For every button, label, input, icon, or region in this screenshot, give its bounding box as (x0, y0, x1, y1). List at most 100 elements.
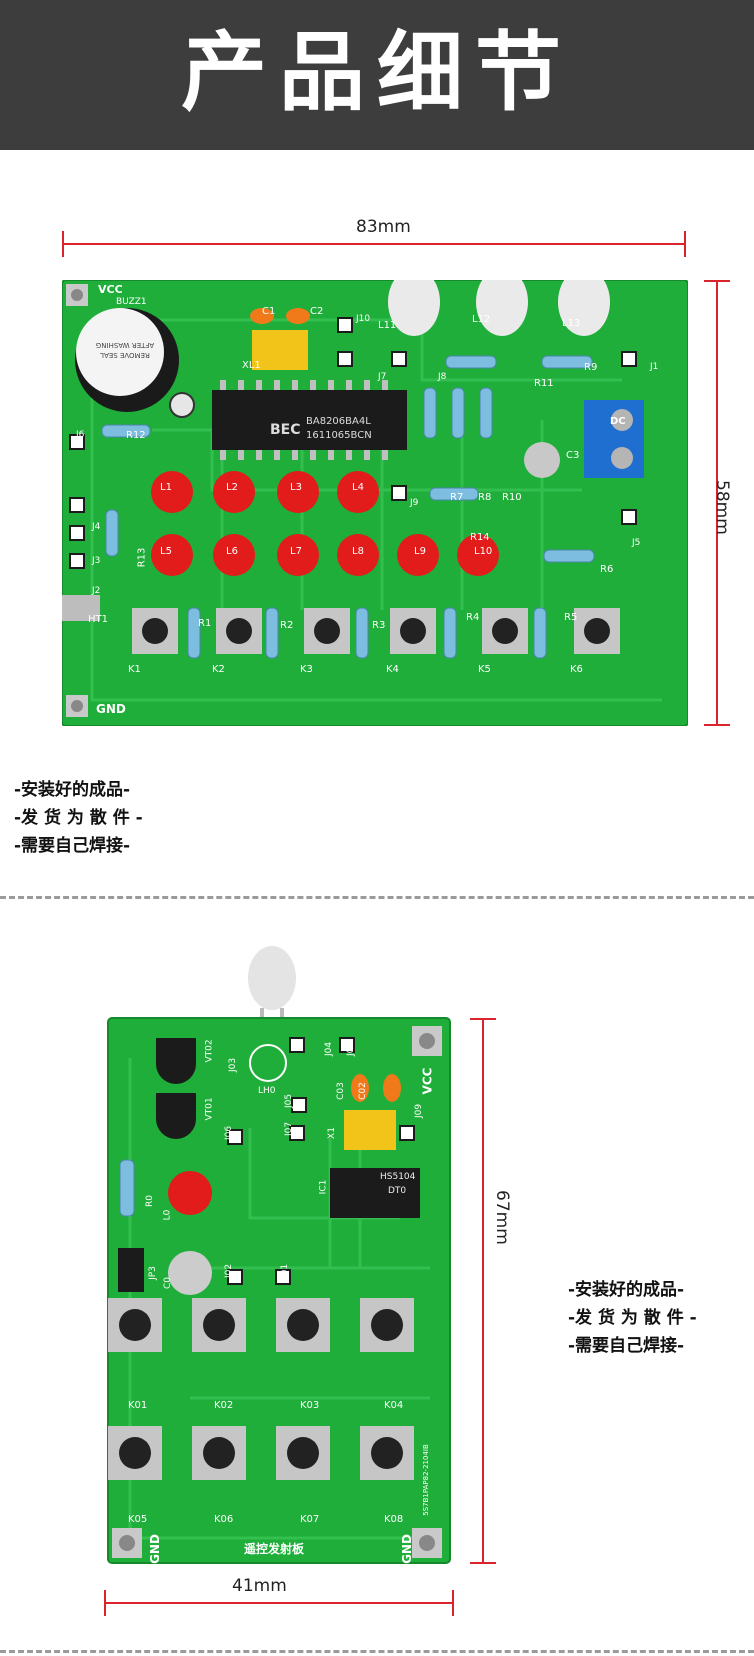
board1-led-label-10: L10 (474, 546, 493, 557)
board1-key-label-2: K2 (212, 664, 225, 675)
board2-part-c0: C0 (163, 1276, 174, 1290)
board2-key-label-k01: K01 (128, 1400, 148, 1411)
board1-jumper-label-j2: J2 (92, 586, 101, 596)
board1-resistor-label-r9: R9 (584, 362, 598, 373)
board1-led-label-9: L9 (414, 546, 426, 557)
board1-note-line-2: -发 货 为 散 件 - (14, 808, 143, 828)
board2-key-label-k04: K04 (384, 1400, 404, 1411)
board2-part-x1: X1 (326, 1127, 337, 1139)
board2-part-j01: J01 (280, 1263, 291, 1279)
board1-led-label-8: L8 (352, 546, 364, 557)
board1-white-led-label-11: L11 (378, 320, 397, 331)
board2-part-lh0: LH0 (258, 1086, 276, 1096)
board1-gnd-label: GND (96, 702, 126, 716)
board2-part-j02: J02 (224, 1263, 235, 1279)
board2-key-label-k03: K03 (300, 1400, 320, 1411)
board1-height-tick-bottom (704, 724, 730, 726)
board2-note-line-1: -安装好的成品- (568, 1280, 685, 1300)
board1-led-label-4: L4 (352, 482, 364, 493)
header-banner: 产品细节 (0, 0, 754, 150)
board1-ic-brand: BEC (270, 422, 301, 438)
board1-width-label: 83mm (356, 217, 411, 237)
board2-part-j03: J03 (228, 1057, 239, 1073)
board1-cap2-label: C2 (310, 306, 324, 317)
board1-jumper-label-j6: J6 (76, 430, 85, 440)
board2-gnd-right-label: GND (399, 1534, 414, 1564)
board1-crystal-label: XL1 (242, 360, 261, 371)
board1-resistor-label-r5: R5 (564, 612, 578, 623)
board1-white-led-label-12: L12 (472, 314, 491, 325)
board2-key-label-k08: K08 (384, 1514, 404, 1525)
board1-key-label-1: K1 (128, 664, 141, 675)
board1-width-tick-left (62, 231, 64, 257)
board1-jumper-label-j1: J1 (650, 362, 659, 372)
board2-width-line (104, 1602, 454, 1604)
board1-resistor-label-r12: R12 (126, 430, 146, 441)
board2-width-tick-left (104, 1590, 106, 1616)
board2-part-j04: J04 (324, 1041, 335, 1057)
board2-key-label-k05: K05 (128, 1514, 148, 1525)
board1-led-label-7: L7 (290, 546, 302, 557)
board1-note-line-1: -安装好的成品- (14, 780, 131, 800)
board2-pcb (107, 946, 451, 1564)
board1-mount-holes (66, 284, 88, 717)
board2-part-j06: J06 (224, 1125, 235, 1141)
board2-height-line (482, 1018, 484, 1564)
board1-resistor-label-r7: R7 (450, 492, 464, 503)
board2-ic-label: HS5104 (380, 1172, 416, 1182)
board1-width-tick-right (684, 231, 686, 257)
bottom-divider (0, 1650, 754, 1653)
board1-led-label-2: L2 (226, 482, 238, 493)
board1-jumper-label-j3: J3 (92, 556, 101, 566)
board1-led-label-3: L3 (290, 482, 302, 493)
board2-note-line-3: -需要自己焊接- (568, 1336, 685, 1356)
board2-part-ic1: IC1 (318, 1179, 329, 1195)
board1-led-label-6: L6 (226, 546, 238, 557)
board1-led-label-1: L1 (160, 482, 172, 493)
board1-key-label-5: K5 (478, 664, 491, 675)
board1-resistor-label-r3: R3 (372, 620, 386, 631)
board1-pcb (62, 280, 688, 726)
board1-vcc-label: VCC (98, 283, 123, 296)
board2-part-vt02: VT02 (204, 1039, 215, 1063)
board1-jumper-label-j4: J4 (92, 522, 101, 532)
board2-part-c02: C02 (357, 1082, 368, 1100)
board2-part-l0: L0 (162, 1209, 173, 1221)
board2-part-jp3: JP3 (147, 1266, 158, 1280)
board1-resistor-label-r14: R14 (470, 532, 490, 543)
board2-height-tick-bottom (470, 1562, 496, 1564)
board2-key-label-k02: K02 (214, 1400, 234, 1411)
board2-height-label: 67mm (492, 1190, 512, 1245)
board2-vcc-label: VCC (420, 1067, 435, 1095)
board1-resistor-label-r10: R10 (502, 492, 522, 503)
board1-jumper-label-j8: J8 (438, 372, 447, 382)
board1-height-label: 58mm (712, 480, 732, 535)
board2-height-tick-top (470, 1018, 496, 1020)
board1-width-line (62, 243, 686, 245)
board1-height-tick-top (704, 280, 730, 282)
board2-note-line-2: -发 货 为 散 件 - (568, 1308, 697, 1328)
board2-width-label: 41mm (232, 1576, 287, 1596)
board2-part-j07: J07 (284, 1121, 295, 1137)
board2-width-tick-right (452, 1590, 454, 1616)
board2-part-j05: J05 (284, 1093, 295, 1109)
board1-jumper-label-j7: J7 (378, 372, 387, 382)
board2-part-c03: C03 (335, 1082, 346, 1100)
board1-ic-label2: 1611065BCN (306, 430, 372, 441)
board2-title-label: 遥控发射板 (244, 1542, 305, 1556)
board1-jumper-label-j10: J10 (356, 314, 371, 324)
board2-serial-label: 5S7B1PAP82-2104IB (421, 1444, 430, 1516)
board1-cap1-label: C1 (262, 306, 276, 317)
board1-cap3-label: C3 (566, 450, 580, 461)
board1-key-label-6: K6 (570, 664, 583, 675)
board2-key-label-k07: K07 (300, 1514, 320, 1525)
board2-part-j09: J09 (414, 1103, 425, 1119)
board1-ir-label: HT1 (88, 614, 108, 625)
page-title: 产品细节 (181, 23, 573, 123)
board1-buzz-label: BUZZ1 (116, 297, 147, 307)
board1-resistor-label-r8: R8 (478, 492, 492, 503)
board1-resistor-label-r4: R4 (466, 612, 480, 623)
section-divider (0, 896, 754, 899)
board1-white-led-label-13: L13 (562, 318, 581, 329)
board1-seal-label: REMOVE SEAL AFTER WASHING (95, 341, 155, 359)
